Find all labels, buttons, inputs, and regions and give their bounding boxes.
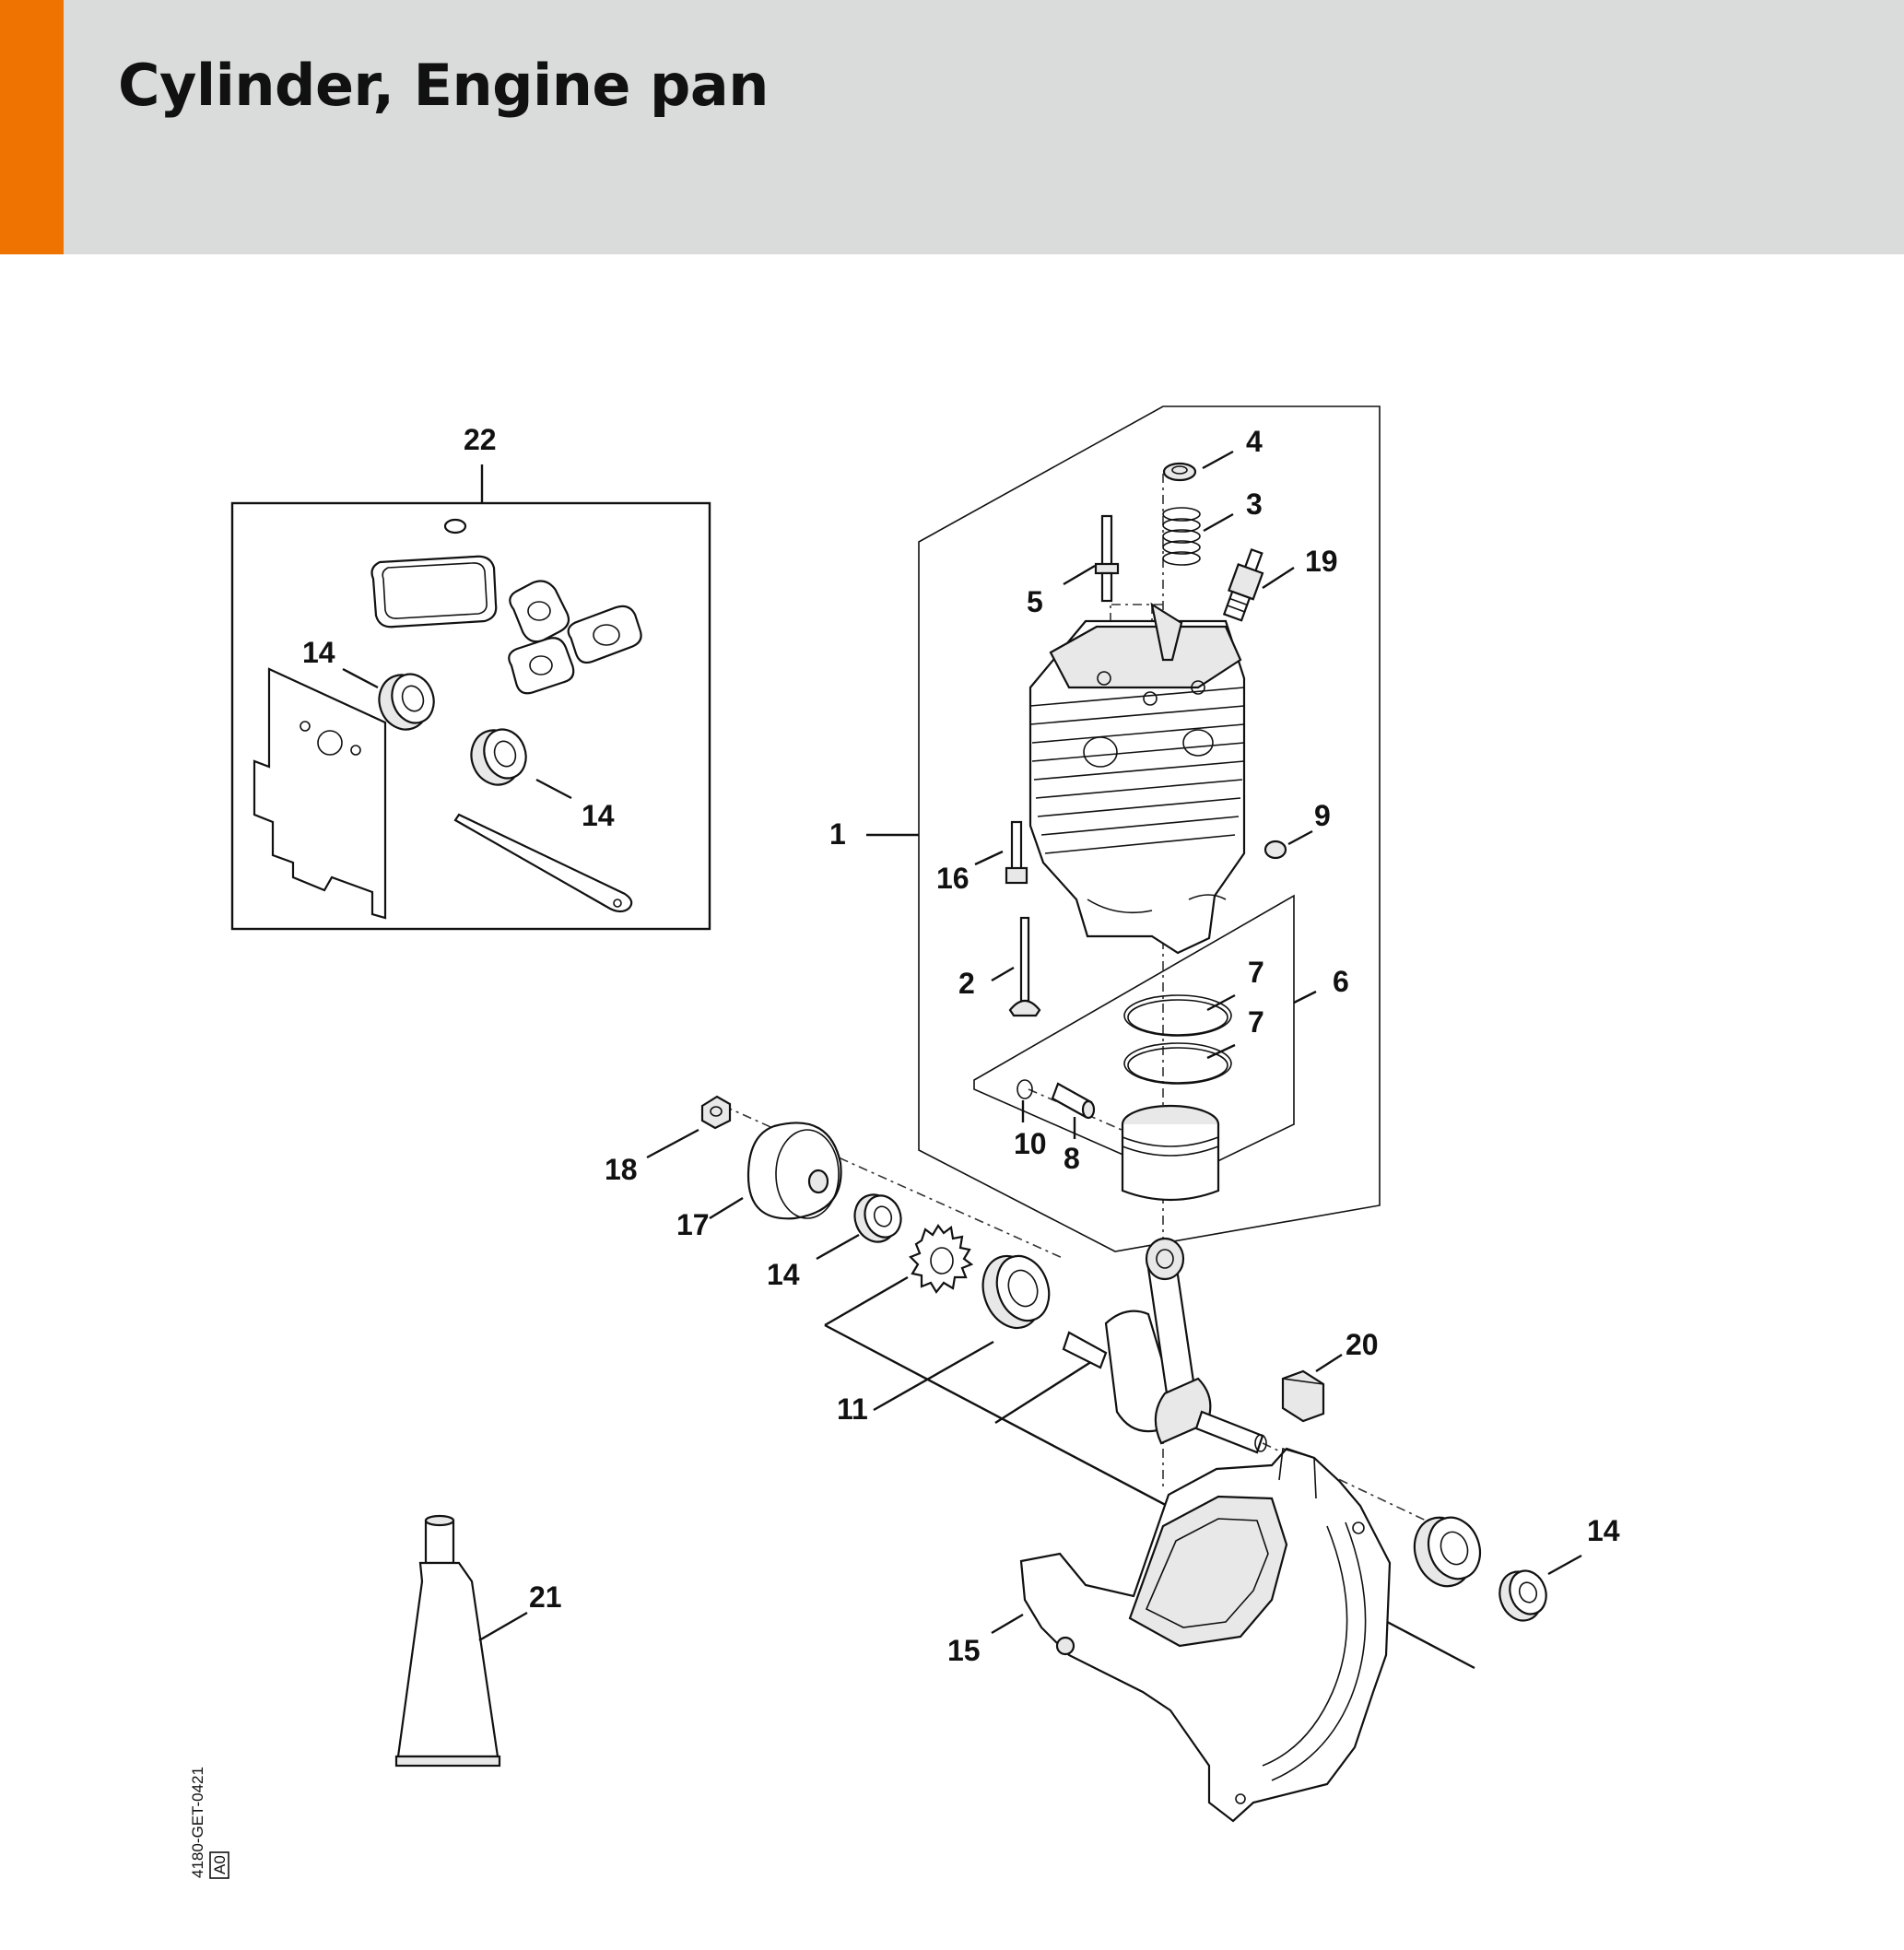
- piston-pin-icon: [1051, 1082, 1096, 1120]
- callout-8: 8: [1064, 1142, 1080, 1175]
- page-title: Cylinder, Engine pan: [118, 52, 769, 119]
- washer-icon: [1263, 840, 1287, 860]
- callout-9: 10: [1014, 1127, 1047, 1160]
- bearing-icon: [981, 1254, 1051, 1330]
- bearing-icon: [1499, 1569, 1547, 1622]
- circlip-icon: [1017, 1079, 1033, 1099]
- callout-19: 19: [1305, 545, 1338, 578]
- crankshaft-icon: [1062, 1237, 1267, 1454]
- cylinder-assembly-outline: [918, 405, 1381, 1252]
- flywheel-icon: [746, 1122, 842, 1220]
- callout-5: 5: [1027, 585, 1043, 618]
- bearing-icon: [470, 728, 527, 786]
- header-accent-bar: [0, 0, 64, 254]
- document-revision: A0: [211, 1855, 229, 1874]
- page-header: [0, 0, 1904, 254]
- bearing-icon: [378, 673, 435, 731]
- callout-11: 11: [837, 1392, 868, 1426]
- callout-16: 16: [936, 862, 970, 895]
- grease-tube-icon: [394, 1514, 501, 1768]
- bearing-icon: [1413, 1516, 1482, 1588]
- stud-icon: [1094, 514, 1120, 603]
- piston-icon: [1121, 1104, 1220, 1202]
- engine-pan-icon: [1019, 1447, 1392, 1823]
- cylinder-icon: [1028, 602, 1246, 955]
- document-id: 4180-GET-0421: [189, 1767, 206, 1878]
- piston-ring-icon: [1123, 1042, 1232, 1085]
- exploded-parts-diagram: 22 14 14 4 3 5 19 1 9 16 2 7 7 6 10 8 18…: [189, 405, 1620, 1879]
- key-icon: [1281, 1369, 1325, 1423]
- callout-14: 14: [767, 1258, 800, 1291]
- piston-assembly-outline: [973, 894, 1295, 1181]
- callout-7: 7: [1248, 1005, 1264, 1039]
- valve-spring-icon: [1162, 507, 1201, 566]
- callout-4: 4: [1246, 425, 1263, 458]
- callout-7: 7: [1248, 956, 1264, 989]
- spark-plug-icon: [1222, 547, 1264, 622]
- screw-icon: [1005, 820, 1028, 885]
- callout-15: 15: [947, 1634, 981, 1667]
- callout-18: 18: [605, 1153, 638, 1186]
- gear-icon: [909, 1224, 974, 1294]
- callout-14: 14: [1587, 1514, 1620, 1547]
- piston-ring-icon: [1123, 994, 1232, 1037]
- callout-20: 20: [1346, 1328, 1379, 1361]
- callout-17: 17: [676, 1208, 710, 1241]
- bearing-icon: [853, 1193, 902, 1243]
- valve-cap-icon: [1162, 462, 1197, 482]
- nut-icon: [700, 1095, 732, 1130]
- callout-14: 14: [302, 636, 335, 669]
- callout-22: 22: [464, 423, 497, 456]
- callout-21: 21: [529, 1580, 562, 1614]
- callout-14: 14: [582, 799, 615, 832]
- callout-1: 1: [829, 817, 846, 851]
- callout-3: 3: [1246, 488, 1263, 521]
- callout-6: 6: [1333, 965, 1349, 998]
- valve-icon: [1008, 916, 1041, 1017]
- callout-10: 9: [1314, 799, 1331, 832]
- gasket-kit-box: [230, 464, 711, 931]
- callout-2: 2: [958, 967, 975, 1000]
